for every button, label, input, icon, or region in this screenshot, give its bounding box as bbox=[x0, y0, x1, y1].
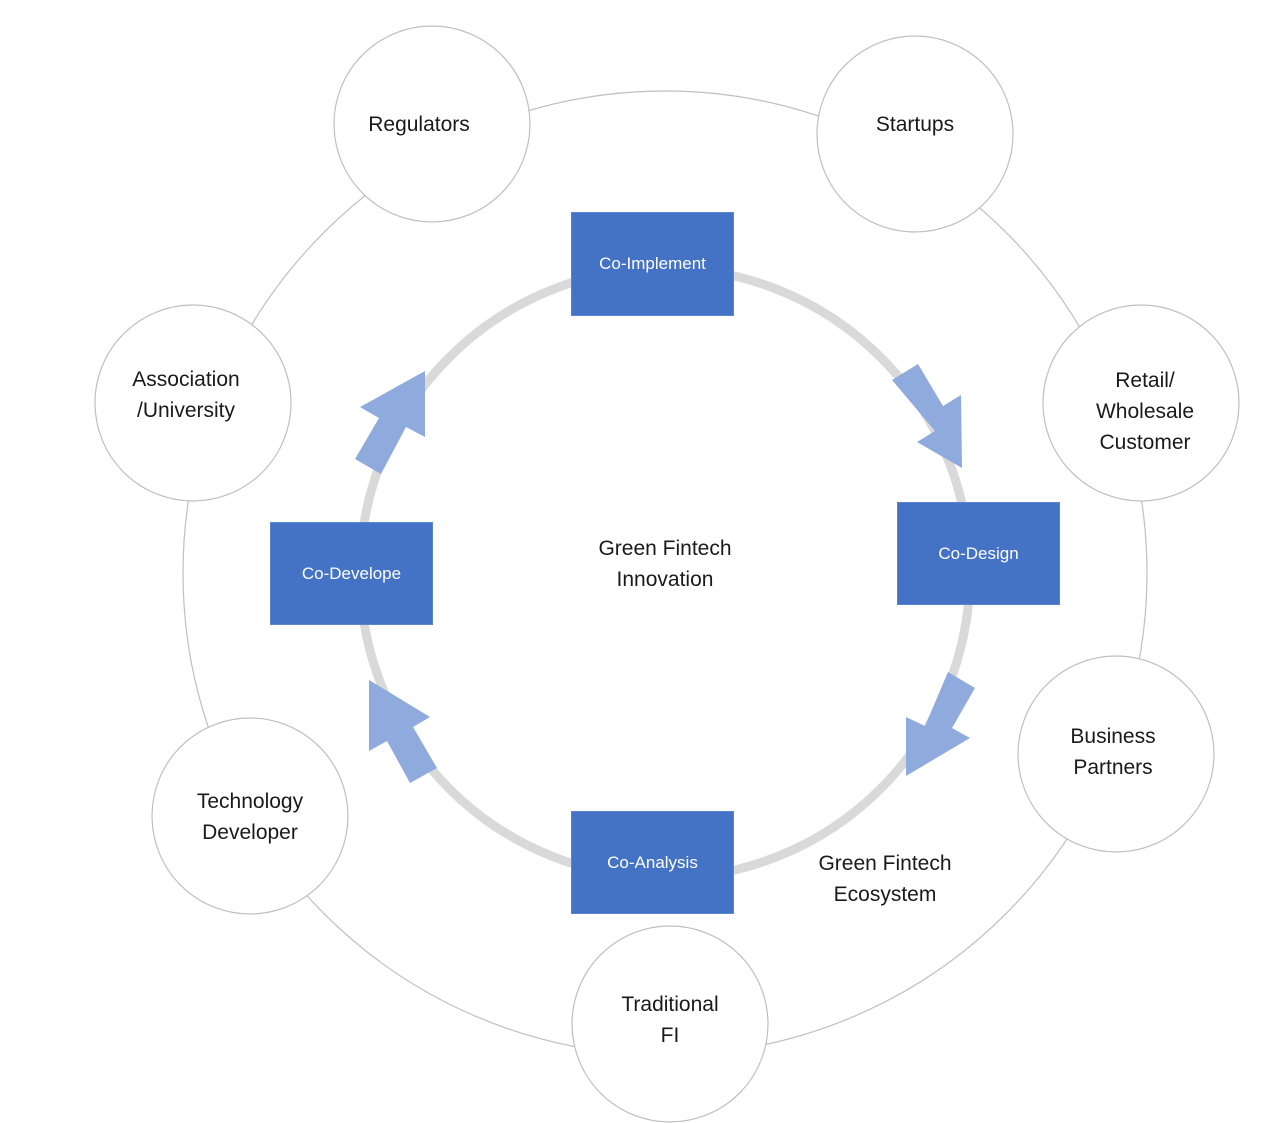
cycle-arrow-develope-to-implement bbox=[355, 371, 425, 474]
stakeholder-label-traditional-fi: Traditional FI bbox=[621, 993, 719, 1047]
stakeholder-label-startups: Startups bbox=[875, 113, 955, 136]
stakeholder-label-technology-developer: Technology Developer bbox=[196, 790, 304, 844]
stakeholder-circle-retail-customer bbox=[1042, 304, 1240, 502]
ecosystem-label: Green Fintech Ecosystem bbox=[818, 852, 952, 906]
stage-co-develope: Co-Develope bbox=[270, 522, 433, 625]
stakeholder-circle-technology-developer bbox=[151, 717, 349, 915]
stakeholder-circle-startups bbox=[816, 35, 1014, 233]
cycle-arrow-implement-to-design bbox=[892, 364, 962, 468]
stage-co-design: Co-Design bbox=[897, 502, 1060, 605]
stakeholder-label-association-university: Association /University bbox=[132, 368, 240, 422]
cycle-arrow-design-to-analysis bbox=[906, 672, 975, 776]
stakeholder-circle-association-university bbox=[94, 304, 292, 502]
stage-co-analysis: Co-Analysis bbox=[571, 811, 734, 914]
stakeholder-label-regulators: Regulators bbox=[368, 113, 470, 136]
cycle-arrow-analysis-to-develope bbox=[369, 680, 437, 783]
stakeholder-label-retail-customer: Retail/ Wholesale Customer bbox=[1095, 369, 1195, 454]
stakeholder-circle-traditional-fi bbox=[571, 925, 769, 1123]
stakeholder-circle-business-partners bbox=[1017, 655, 1215, 853]
stakeholder-label-business-partners: Business Partners bbox=[1070, 725, 1156, 779]
stage-co-implement: Co-Implement bbox=[571, 212, 734, 316]
center-label: Green Fintech Innovation bbox=[598, 537, 732, 591]
stakeholder-circle-regulators bbox=[333, 25, 531, 223]
